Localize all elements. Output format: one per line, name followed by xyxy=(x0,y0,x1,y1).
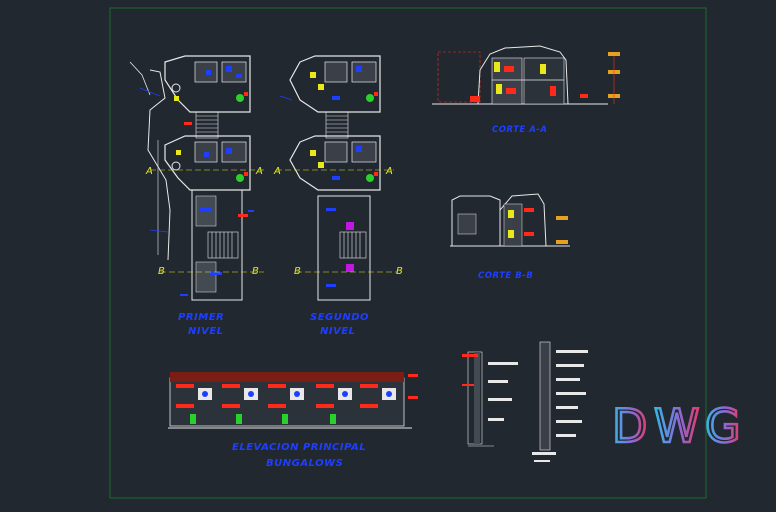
elevation-principal xyxy=(168,372,418,429)
section-markers: A A A A B B B B xyxy=(145,166,403,277)
leader-lines xyxy=(139,87,293,233)
section-corte-aa xyxy=(432,45,620,105)
label-segundo-nivel: NIVEL xyxy=(320,326,356,337)
label-primer: PRIMER xyxy=(178,312,224,323)
axis-mark-a-left: A xyxy=(145,166,153,177)
axis-mark-a-left-2: A xyxy=(273,166,281,177)
label-bungalows: BUNGALOWS xyxy=(266,458,343,469)
label-elevacion-principal: ELEVACION PRINCIPAL xyxy=(232,442,366,453)
dwg-letter-g: G xyxy=(705,399,741,453)
dwg-letter-d: D xyxy=(612,399,647,453)
axis-mark-b-left: B xyxy=(158,266,165,277)
plan-segundo-nivel xyxy=(276,55,398,301)
section-corte-bb xyxy=(450,193,570,247)
sheet-frame xyxy=(109,7,707,499)
wall-detail-sections xyxy=(462,341,588,462)
axis-mark-b-right: B xyxy=(252,266,259,277)
axis-mark-a-right: A xyxy=(255,166,263,177)
label-corte-aa: CORTE A-A xyxy=(492,125,547,135)
label-segundo: SEGUNDO xyxy=(310,312,369,323)
axis-mark-b-left-2: B xyxy=(294,266,301,277)
label-corte-bb: CORTE B-B xyxy=(478,271,533,281)
dwg-logo: D W G xyxy=(611,398,742,454)
dwg-letter-w: W xyxy=(654,399,699,453)
label-primer-nivel: NIVEL xyxy=(188,326,224,337)
plan-primer-nivel xyxy=(129,55,264,301)
axis-mark-b-right-2: B xyxy=(396,266,403,277)
axis-mark-a-right-2: A xyxy=(385,166,393,177)
